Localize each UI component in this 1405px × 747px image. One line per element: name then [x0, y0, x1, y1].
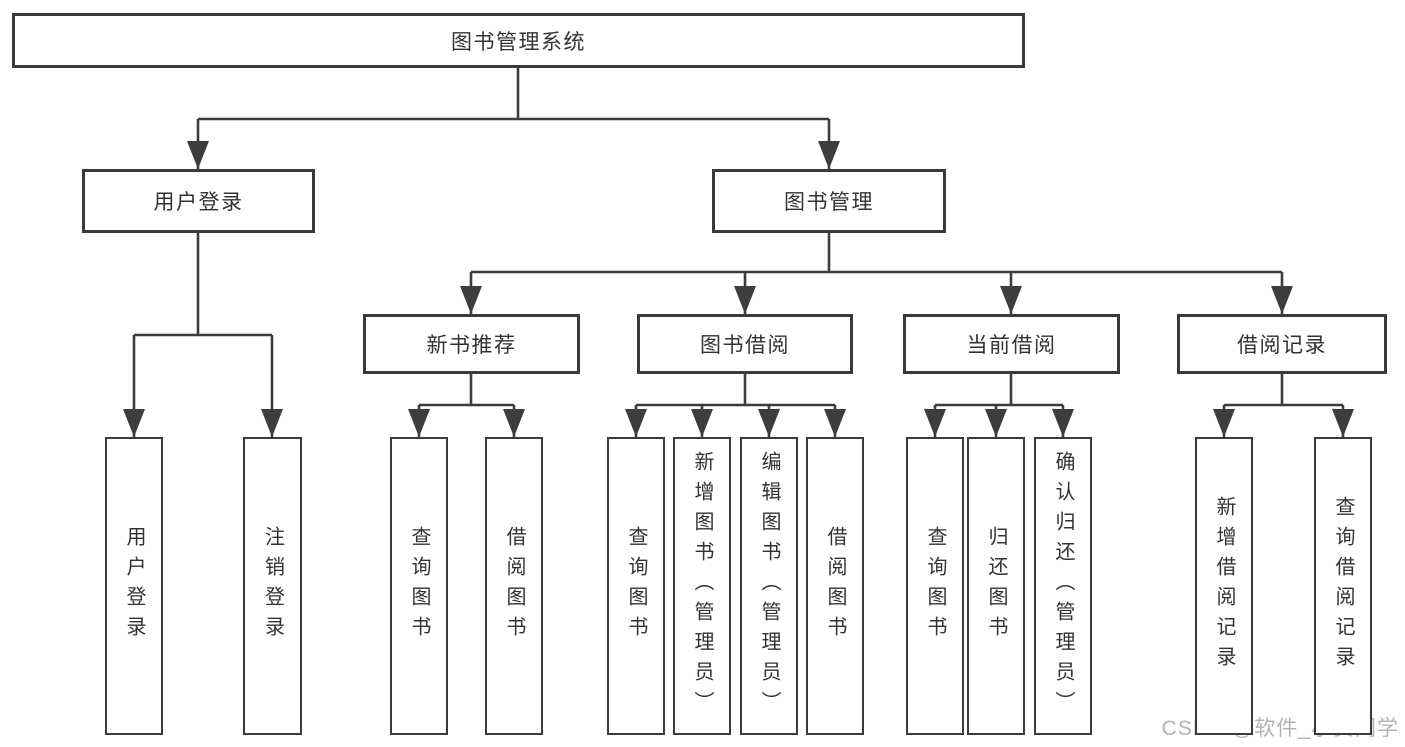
node-leaf-return-books: 归还图书: [967, 437, 1025, 735]
node-label-leaf-user-login: 用户登录: [123, 526, 145, 646]
node-label-leaf-logout: 注销登录: [261, 526, 284, 646]
arrowhead-down-icon: [625, 409, 647, 437]
node-label-leaf-borrow-books-recommend: 借阅图书: [503, 526, 525, 646]
node-leaf-user-login: 用户登录: [105, 437, 163, 735]
arrowhead-down-icon: [460, 286, 482, 314]
arrowhead-down-icon: [503, 409, 525, 437]
node-current-borrowing: 当前借阅: [903, 314, 1120, 374]
arrowhead-down-icon: [691, 409, 713, 437]
arrowhead-down-icon: [1271, 286, 1293, 314]
arrowhead-down-icon: [734, 286, 756, 314]
node-label-leaf-query-books-current: 查询图书: [924, 526, 946, 646]
node-borrowing-records: 借阅记录: [1177, 314, 1387, 374]
arrowhead-down-icon: [1332, 409, 1354, 437]
node-label-borrowing-records: 借阅记录: [1237, 334, 1327, 357]
arrowhead-down-icon: [261, 409, 283, 437]
arrowhead-down-icon: [758, 409, 780, 437]
node-label-library-management-system: 图书管理系统: [451, 30, 586, 54]
node-leaf-logout: 注销登录: [243, 437, 302, 735]
node-book-borrowing: 图书借阅: [637, 314, 853, 374]
node-leaf-borrow-books-borrow: 借阅图书: [806, 437, 864, 735]
node-leaf-confirm-return-admin: 确认归还（管理员）: [1034, 437, 1092, 735]
arrowhead-down-icon: [408, 409, 430, 437]
node-book-management: 图书管理: [712, 169, 946, 233]
node-leaf-query-books-recommend: 查询图书: [390, 437, 448, 735]
arrowhead-down-icon: [123, 409, 145, 437]
node-label-new-book-recommendation: 新书推荐: [426, 334, 517, 357]
node-leaf-query-books-current: 查询图书: [906, 437, 964, 735]
node-label-leaf-query-borrow-record: 查询借阅记录: [1332, 496, 1354, 676]
node-label-leaf-query-books-borrow: 查询图书: [625, 526, 647, 646]
arrowhead-down-icon: [1213, 409, 1235, 437]
node-label-leaf-add-books-admin: 新增图书（管理员）: [691, 451, 713, 721]
node-label-book-management: 图书管理: [784, 191, 874, 214]
arrowhead-down-icon: [187, 141, 209, 169]
node-leaf-query-books-borrow: 查询图书: [607, 437, 665, 735]
node-label-leaf-add-borrow-record: 新增借阅记录: [1213, 496, 1235, 676]
node-label-leaf-query-books-recommend: 查询图书: [408, 526, 430, 646]
node-leaf-add-books-admin: 新增图书（管理员）: [673, 437, 731, 735]
node-leaf-add-borrow-record: 新增借阅记录: [1195, 437, 1253, 735]
node-leaf-query-borrow-record: 查询借阅记录: [1314, 437, 1372, 735]
node-user-login: 用户登录: [82, 169, 315, 233]
arrowhead-down-icon: [924, 409, 946, 437]
arrowhead-down-icon: [818, 141, 840, 169]
arrowhead-down-icon: [1000, 286, 1022, 314]
node-new-book-recommendation: 新书推荐: [363, 314, 580, 374]
node-label-book-borrowing: 图书借阅: [700, 334, 790, 357]
node-label-leaf-confirm-return-admin: 确认归还（管理员）: [1052, 451, 1074, 721]
arrowhead-down-icon: [824, 409, 846, 437]
node-library-management-system: 图书管理系统: [12, 13, 1025, 68]
node-label-current-borrowing: 当前借阅: [966, 334, 1057, 357]
node-label-user-login: 用户登录: [153, 191, 244, 214]
node-label-leaf-borrow-books-borrow: 借阅图书: [824, 526, 846, 646]
node-label-leaf-edit-books-admin: 编辑图书（管理员）: [758, 451, 780, 721]
node-leaf-edit-books-admin: 编辑图书（管理员）: [740, 437, 798, 735]
arrowhead-down-icon: [985, 409, 1007, 437]
node-label-leaf-return-books: 归还图书: [985, 526, 1007, 646]
node-leaf-borrow-books-recommend: 借阅图书: [485, 437, 543, 735]
arrowhead-down-icon: [1052, 409, 1074, 437]
